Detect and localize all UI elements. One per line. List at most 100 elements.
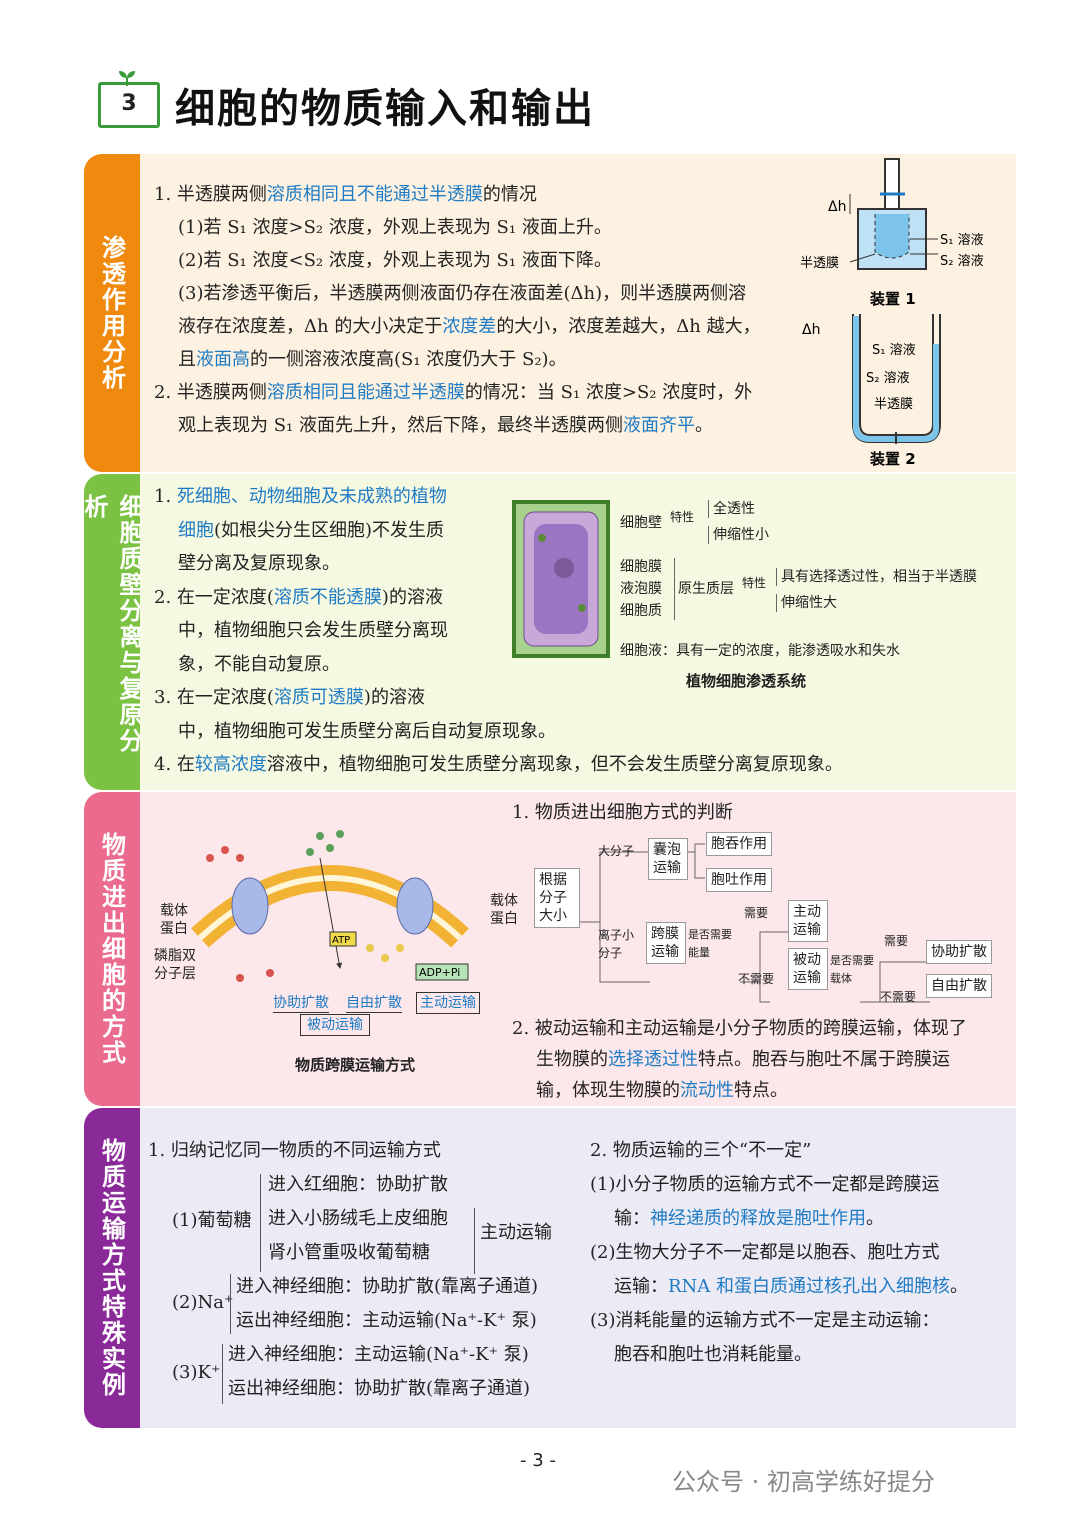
section-tab-label: 细胞质壁分离与复原分析 xyxy=(80,494,143,754)
left-heading: 1. 归纳记忆同一物质的不同运输方式 xyxy=(148,1140,441,1161)
delta-h-label-2: Δh xyxy=(802,322,820,338)
watermark: 公众号 · 初高学练好提分 xyxy=(672,1468,935,1496)
passive-transport-label: 被动运输 xyxy=(300,1014,370,1036)
highlighted-text: 流动性 xyxy=(680,1080,734,1101)
figure-caption: 物质跨膜运输方式 xyxy=(295,1056,416,1074)
protoplast-property-label: 特性 xyxy=(742,576,767,590)
section-special-cases: 物质运输方式特殊实例 1. 归纳记忆同一物质的不同运输方式 (1)葡萄糖 进入红… xyxy=(84,1108,1016,1428)
highlighted-text: 液面齐平 xyxy=(623,415,695,436)
text-segment: 3. 在一定浓度( xyxy=(154,687,274,708)
text-line: 2. 半透膜两侧溶质相同且能通过半透膜的情况：当 S₁ 浓度>S₂ 浓度时，外 xyxy=(154,376,752,409)
text-line: 壁分离及复原现象。 xyxy=(178,547,340,580)
section-plasmolysis: 细胞质壁分离与复原分析 1. 死细胞、动物细胞及未成熟的植物细胞(如根尖分生区细… xyxy=(80,474,1016,790)
glucose-case-3: 肾小管重吸收葡萄糖 xyxy=(268,1242,430,1263)
potassium-case-1: 进入神经细胞：主动运输(Na⁺-K⁺ 泵) xyxy=(228,1344,529,1365)
tree-free: 自由扩散 xyxy=(926,974,992,998)
sodium-case-1: 进入神经细胞：协助扩散(靠离子通道) xyxy=(236,1276,539,1297)
section-tab-label: 物质进出细胞的方式 xyxy=(97,832,126,1066)
text-line: 2. 被动运输和主动运输是小分子物质的跨膜运输，体现了 xyxy=(512,1012,967,1045)
section-tab-label: 渗透作用分析 xyxy=(97,235,126,391)
tree-no-need-2: 不需要 xyxy=(880,990,917,1004)
section-tab-transport: 物质进出细胞的方式 xyxy=(84,792,140,1106)
text-line: 2. 在一定浓度(溶质不能透膜)的溶液 xyxy=(154,581,443,614)
text-segment: (2)若 S₁ 浓度<S₂ 浓度，外观上表现为 S₁ 液面下降。 xyxy=(178,250,612,271)
text-segment: 壁分离及复原现象。 xyxy=(178,553,340,574)
apparatus-2-caption: 装置 2 xyxy=(869,450,916,468)
highlighted-text: 较高浓度 xyxy=(194,754,267,775)
text-segment: 特点。胞吞与胞吐不属于跨膜运 xyxy=(698,1049,950,1070)
highlighted-text: 死细胞、动物细胞及未成熟的植物 xyxy=(176,486,447,507)
section-tab-osmosis: 渗透作用分析 xyxy=(84,154,140,472)
adp-label: ADP+Pi xyxy=(419,966,460,979)
text-segment: 中，植物细胞只会发生质壁分离现 xyxy=(178,620,448,641)
text-line: 3. 在一定浓度(溶质可透膜)的溶液 xyxy=(154,681,425,714)
glucose-label: (1)葡萄糖 xyxy=(172,1210,252,1231)
delta-h-label-1: Δh xyxy=(828,199,846,215)
highlighted-text: 溶质不能透膜 xyxy=(273,586,382,608)
section-tab-special: 物质运输方式特殊实例 xyxy=(84,1108,140,1428)
page-number: - 3 - xyxy=(520,1450,556,1471)
s2-solution-label: S₂ 溶液 xyxy=(940,254,984,269)
text-segment: (如根尖分生区细胞)不发生质 xyxy=(214,519,445,541)
text-line: (3)消耗能量的运输方式不一定是主动运输： xyxy=(590,1304,940,1337)
text-segment: 2. 在一定浓度( xyxy=(154,586,274,608)
cell-sap-label: 细胞液：具有一定的浓度，能渗透吸水和失水 xyxy=(620,643,900,659)
facilitated-diffusion-label: 协助扩散 xyxy=(273,995,329,1013)
tree-active: 主动运输 xyxy=(788,900,828,942)
text-segment: (2)生物大分子不一定都是以胞吞、胞吐方式 xyxy=(590,1242,940,1263)
text-line: 且液面高的一侧溶液浓度高(S₁ 浓度仍大于 S₂)。 xyxy=(178,343,567,376)
page-title: 细胞的物质输入和输出 xyxy=(175,86,595,132)
highlighted-text: 溶质相同且能通过半透膜 xyxy=(266,382,465,403)
text-segment: 输，体现生物膜的 xyxy=(536,1080,680,1101)
text-segment: 运输： xyxy=(614,1276,668,1297)
section-transport-modes: 物质进出细胞的方式 ATP ADP+Pi 载体蛋白 载体蛋白 磷脂双分子层 协助… xyxy=(84,792,1016,1106)
text-line: (1)若 S₁ 浓度>S₂ 浓度，外观上表现为 S₁ 液面上升。 xyxy=(178,211,612,244)
tree-big-molecule: 大分子 xyxy=(598,844,635,858)
text-line: (2)生物大分子不一定都是以胞吞、胞吐方式 xyxy=(590,1236,940,1269)
tree-need-energy: 是否需要能量 xyxy=(688,928,732,959)
cytoplasm-label: 细胞质 xyxy=(620,603,662,619)
text-line: 输：神经递质的释放是胞吐作用。 xyxy=(614,1202,884,1235)
text-segment: 的情况 xyxy=(482,184,537,205)
osmosis-apparatus-diagram: Δh S₁ 溶液 S₂ 溶液 半透膜 装置 1 Δh S₁ 溶液 S₂ 溶液 半… xyxy=(800,158,984,468)
membrane-label-2: 半透膜 xyxy=(874,397,913,412)
apparatus-1-caption: 装置 1 xyxy=(869,290,916,308)
section-number: 3 xyxy=(121,91,137,116)
text-segment: 观上表现为 S₁ 液面先上升，然后下降，最终半透膜两侧 xyxy=(178,415,623,436)
membrane-label: 半透膜 xyxy=(800,256,839,271)
text-line: 胞吞和胞吐也消耗能量。 xyxy=(614,1338,812,1371)
text-line: 2. 物质运输的三个“不一定” xyxy=(590,1134,811,1167)
carrier-protein-label-left: 载体蛋白 xyxy=(160,903,188,937)
section-body: 1. 半透膜两侧溶质相同且不能通过半透膜的情况(1)若 S₁ 浓度>S₂ 浓度，… xyxy=(140,154,1016,472)
glucose-case-1: 进入红细胞：协助扩散 xyxy=(268,1174,448,1195)
highlighted-text: 液面高 xyxy=(196,349,250,370)
text-segment: 溶液中，植物细胞可发生质壁分离现象，但不会发生质壁分离复原现象。 xyxy=(266,754,843,775)
carrier-protein-label-right: 载体蛋白 xyxy=(490,893,518,927)
text-line: 象，不能自动复原。 xyxy=(178,648,340,681)
protoplast-prop-2: 伸缩性大 xyxy=(776,594,837,612)
sprout-icon xyxy=(119,71,135,86)
wall-label: 细胞壁 xyxy=(620,515,662,531)
tree-vesicle: 囊泡运输 xyxy=(648,838,688,880)
text-line: 中，植物细胞可发生质壁分离后自动复原现象。 xyxy=(178,715,556,748)
text-segment: 中，植物细胞可发生质壁分离后自动复原现象。 xyxy=(178,720,556,742)
text-segment: (3)若渗透平衡后，半透膜两侧液面仍存在液面差(Δh)，则半透膜两侧溶 xyxy=(178,283,747,304)
text-segment: 1. 半透膜两侧 xyxy=(154,184,267,205)
sodium-label: (2)Na⁺ xyxy=(172,1292,234,1313)
text-line: (3)若渗透平衡后，半透膜两侧液面仍存在液面差(Δh)，则半透膜两侧溶 xyxy=(178,277,746,310)
tree-root: 根据分子大小 xyxy=(534,868,580,928)
sodium-case-2: 运出神经细胞：主动运输(Na⁺-K⁺ 泵) xyxy=(236,1310,537,1331)
text-segment: 2. 半透膜两侧 xyxy=(154,382,267,403)
membrane-label: 细胞膜 xyxy=(620,559,662,575)
s1-solution-label-2: S₁ 溶液 xyxy=(872,343,916,358)
text-line: 中，植物细胞只会发生质壁分离现 xyxy=(178,614,448,647)
tree-no-need-1: 不需要 xyxy=(738,972,775,986)
text-line: 生物膜的选择透过性特点。胞吞与胞吐不属于跨膜运 xyxy=(536,1043,950,1076)
text-segment: 生物膜的 xyxy=(536,1049,608,1070)
plant-cell-diagram xyxy=(512,500,610,658)
tree-transmembrane: 跨膜运输 xyxy=(646,922,686,964)
text-line: 细胞(如根尖分生区细胞)不发生质 xyxy=(178,514,444,547)
tree-facilitated: 协助扩散 xyxy=(926,940,992,964)
highlighted-text: 溶质可透膜 xyxy=(273,687,364,708)
vacuole-membrane-label: 液泡膜 xyxy=(620,581,662,597)
